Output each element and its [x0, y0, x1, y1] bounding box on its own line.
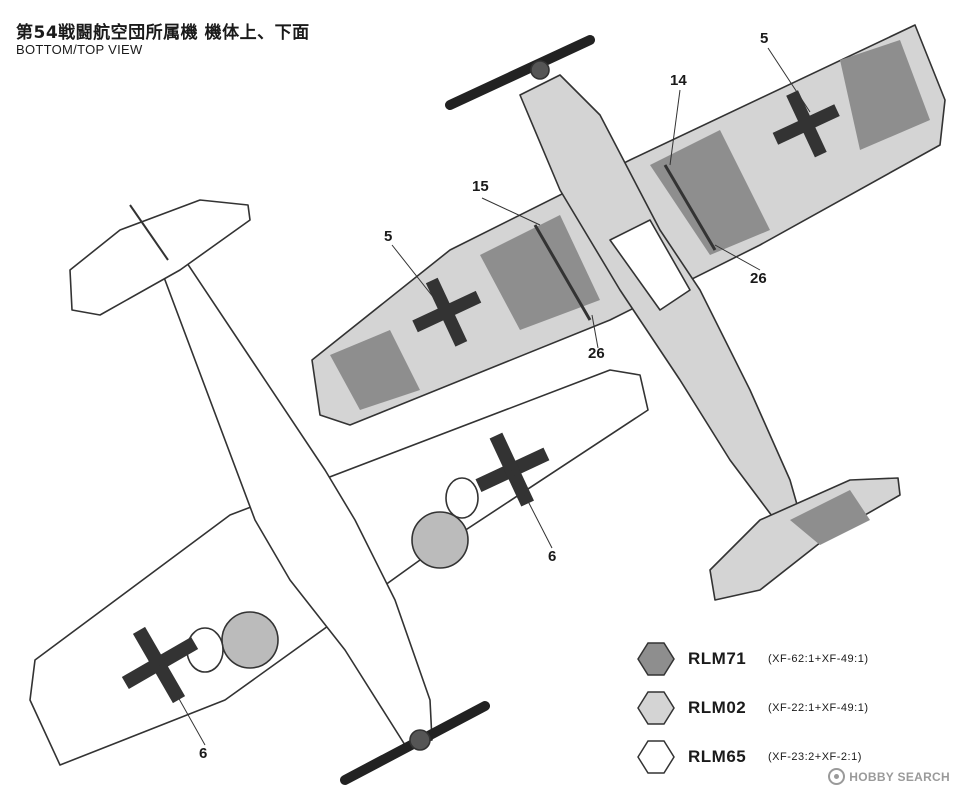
bottom-tailplane: [69, 199, 251, 316]
legend-item-rlm65: RLM65 (XF-23:2+XF-2:1): [636, 739, 862, 775]
legend-name: RLM02: [688, 698, 747, 717]
callout-26-left: 26: [588, 345, 605, 362]
legend-name: RLM65: [688, 747, 747, 766]
callout-leaders: [159, 47, 811, 746]
legend-mix: (XF-22:1+XF-49:1): [768, 702, 869, 714]
legend-item-rlm71: RLM71 (XF-62:1+XF-49:1): [636, 641, 869, 677]
callout-5-top: 5: [760, 30, 769, 47]
legend-item-rlm02: RLM02 (XF-22:1+XF-49:1): [636, 690, 869, 726]
legend-mix: (XF-62:1+XF-49:1): [768, 653, 869, 665]
callout-15: 15: [472, 178, 489, 195]
bottom-view-aircraft: [29, 199, 649, 785]
top-tailplane: [709, 477, 901, 601]
callout-6-right: 6: [548, 548, 557, 565]
callout-14: 14: [670, 72, 687, 89]
watermark-text: HOBBY SEARCH: [849, 769, 950, 784]
legend-name: RLM71: [688, 649, 747, 668]
rlm02-swatch-icon: [637, 691, 675, 725]
balkenkreuz-top-right: [772, 90, 840, 158]
callout-6-left: 6: [199, 745, 208, 762]
balkenkreuz-top-left: [412, 277, 482, 347]
rlm71-swatch-icon: [637, 642, 675, 676]
callout-5-left: 5: [384, 228, 393, 245]
bottom-fuselage: [149, 239, 433, 746]
top-view-aircraft: [311, 24, 946, 601]
diagram-title-jp: 第54戦闘航空団所属機 機体上、下面: [16, 23, 310, 43]
hobby-search-logo-icon: [828, 768, 846, 785]
callout-26-right: 26: [750, 270, 767, 287]
legend-mix: (XF-23:2+XF-2:1): [768, 751, 862, 763]
balkenkreuz-bottom-left: [121, 626, 199, 704]
diagram-title-en: BOTTOM/TOP VIEW: [16, 42, 143, 57]
watermark: HOBBY SEARCH: [828, 768, 950, 785]
rlm65-swatch-icon: [637, 740, 675, 774]
